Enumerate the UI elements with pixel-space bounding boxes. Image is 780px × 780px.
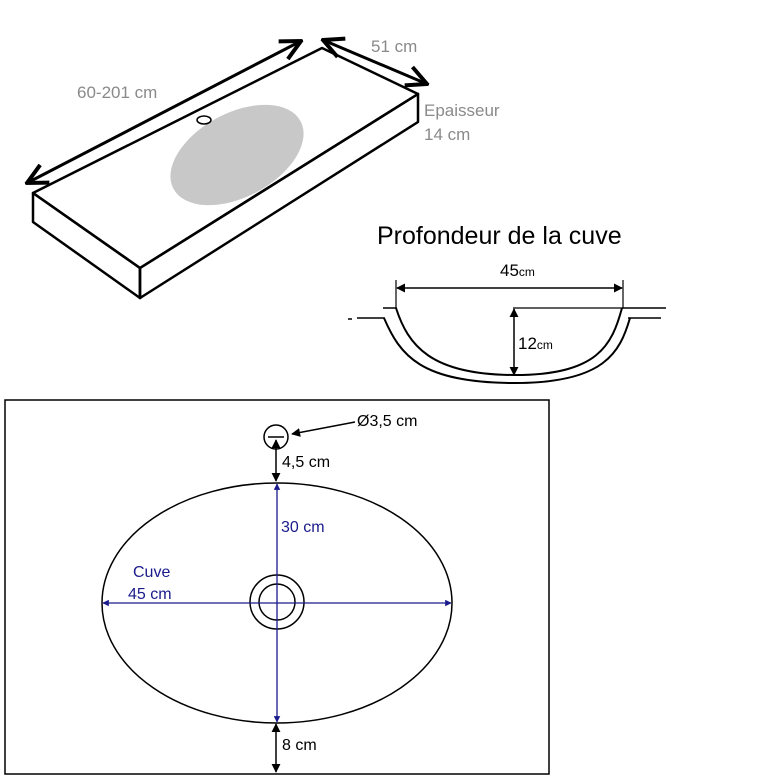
worktop-3d-sketch: 60-201 cm 51 cm Epaisseur 14 cm	[27, 37, 500, 300]
length-dimension-arrow	[27, 41, 301, 183]
profile-depth-label: 12cm	[518, 334, 553, 353]
hole-diameter-label: Ø3,5 cm	[357, 413, 417, 430]
basin-depth-label: 30 cm	[281, 519, 325, 536]
hole-offset-label: 4,5 cm	[282, 454, 330, 471]
bottom-margin-label: 8 cm	[282, 737, 317, 754]
basin-label-line2: 45 cm	[128, 586, 172, 603]
plan-basin-outline	[101, 482, 453, 724]
basin-profile: Profondeur de la cuve 45cm 12cm	[348, 222, 666, 385]
basin-label-line1: Cuve	[133, 564, 170, 581]
profile-title: Profondeur de la cuve	[377, 222, 622, 250]
length-label: 60-201 cm	[77, 83, 157, 102]
thickness-label-line1: Epaisseur	[424, 101, 500, 120]
basin-profile-inner	[395, 307, 623, 377]
plan-view: Ø3,5 cm 4,5 cm 30 cm Cuve 45 cm 8 cm	[4, 399, 550, 775]
profile-width-label: 45cm	[500, 261, 535, 280]
basin-profile-outer	[383, 317, 631, 385]
depth-dimension-arrow	[323, 40, 427, 84]
tap-hole-icon	[196, 115, 212, 125]
hole-diameter-leader	[291, 421, 356, 437]
depth-label: 51 cm	[371, 37, 417, 56]
thickness-label-line2: 14 cm	[424, 125, 470, 144]
